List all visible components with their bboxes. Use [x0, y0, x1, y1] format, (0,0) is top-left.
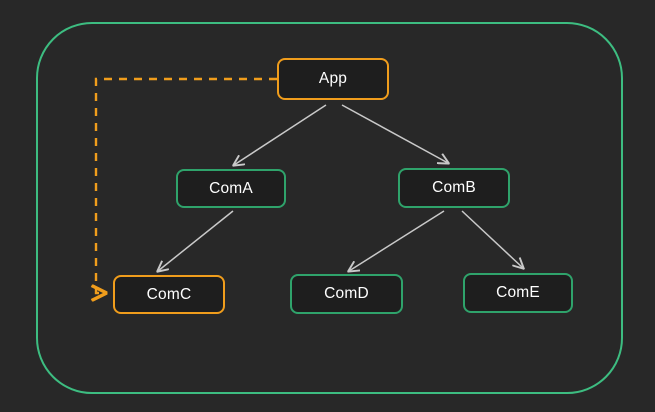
node-app: App: [277, 58, 389, 100]
node-comc-label: ComC: [146, 285, 192, 303]
node-comd: ComD: [290, 274, 403, 314]
node-app-label: App: [318, 70, 348, 87]
edge-app-to-coma: [234, 104, 327, 165]
edge-coma-to-comc: [158, 210, 234, 271]
node-coma: ComA: [176, 169, 286, 208]
edge-app-to-comb: [341, 104, 448, 163]
node-comd-label: ComD: [324, 285, 369, 302]
node-comc: ComC: [113, 275, 225, 314]
node-come: ComE: [463, 273, 573, 313]
outer-rounded-border: [36, 22, 623, 394]
edge-app-to-comc-dashed: [96, 77, 277, 293]
node-come-label: ComE: [496, 284, 540, 301]
edge-comb-to-comd: [349, 210, 445, 271]
node-comb: ComB: [398, 168, 510, 208]
edge-comb-to-come: [461, 210, 523, 268]
node-comb-label: ComB: [432, 179, 476, 196]
node-coma-label: ComA: [209, 179, 253, 197]
